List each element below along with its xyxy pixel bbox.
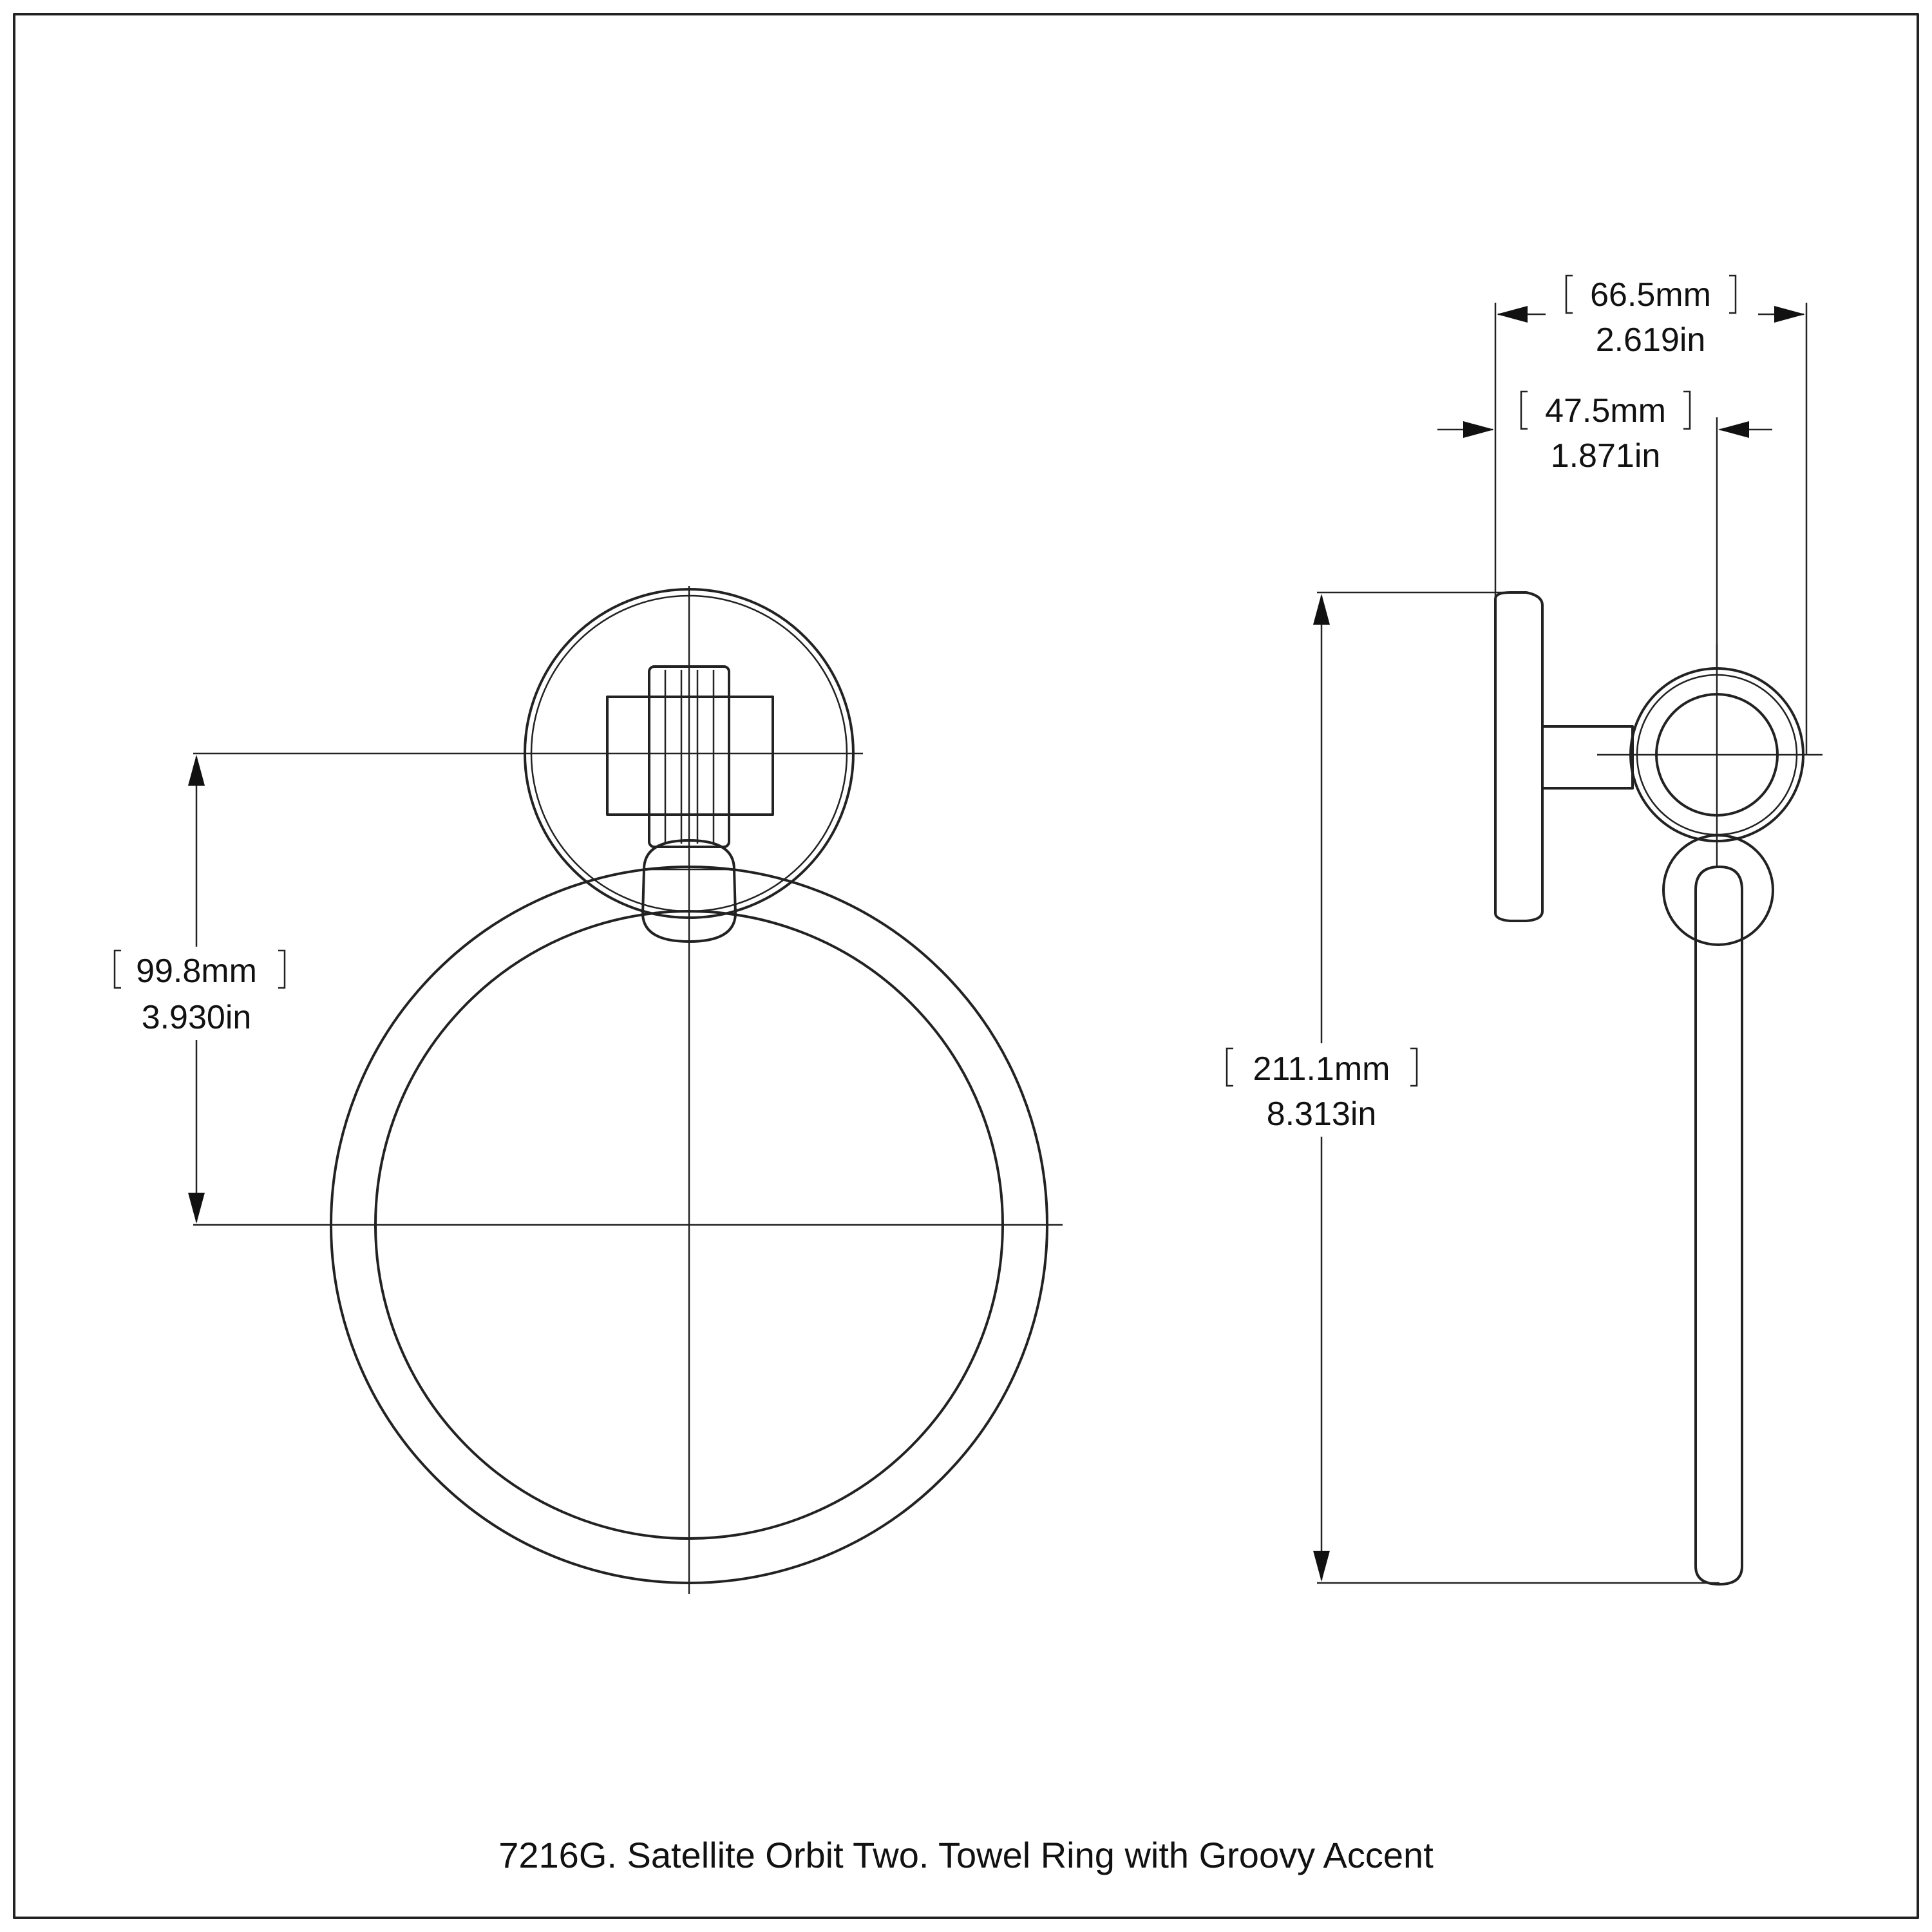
overall-projection-dimension: 66.5mm 2.619in	[1497, 274, 1805, 359]
overall-projection-mm: 66.5mm	[1590, 276, 1711, 314]
overall-height-mm: 211.1mm	[1253, 1050, 1390, 1088]
side-centerlines	[1597, 644, 1823, 866]
front-post-block	[606, 696, 774, 816]
front-centerlines	[193, 586, 1063, 1594]
ring-center-height-bracket-left	[113, 949, 121, 989]
side-knuckle	[1662, 834, 1774, 946]
overall-projection-in: 2.619in	[1596, 321, 1706, 359]
side-wall-plate	[1494, 591, 1544, 922]
front-knuckle	[641, 839, 737, 943]
ring-center-height-dimension: 99.8mm 3.930in	[113, 755, 286, 1224]
drawing-frame	[13, 13, 1919, 1919]
post-projection-in: 1.871in	[1551, 437, 1661, 475]
side-extension-lines	[1317, 303, 1808, 1584]
ring-center-height-in: 3.930in	[142, 999, 252, 1036]
side-view: 66.5mm 2.619in 47.5mm 1.871in 211.1mm 8.…	[1224, 274, 1823, 1586]
front-view: 99.8mm 3.930in	[113, 586, 1063, 1594]
side-ring-edge	[1694, 866, 1743, 1586]
groovy-accent-grooves	[664, 670, 715, 844]
post-projection-mm: 47.5mm	[1545, 392, 1666, 430]
post-projection-dimension: 47.5mm 1.871in	[1437, 390, 1772, 475]
ring-center-height-bracket-right	[278, 949, 286, 989]
overall-height-in: 8.313in	[1267, 1095, 1377, 1133]
ring-center-height-mm: 99.8mm	[136, 952, 257, 990]
side-post	[1541, 725, 1634, 790]
overall-height-dimension: 211.1mm 8.313in	[1224, 594, 1420, 1582]
drawing-caption: 7216G. Satellite Orbit Two. Towel Ring w…	[498, 1835, 1434, 1875]
